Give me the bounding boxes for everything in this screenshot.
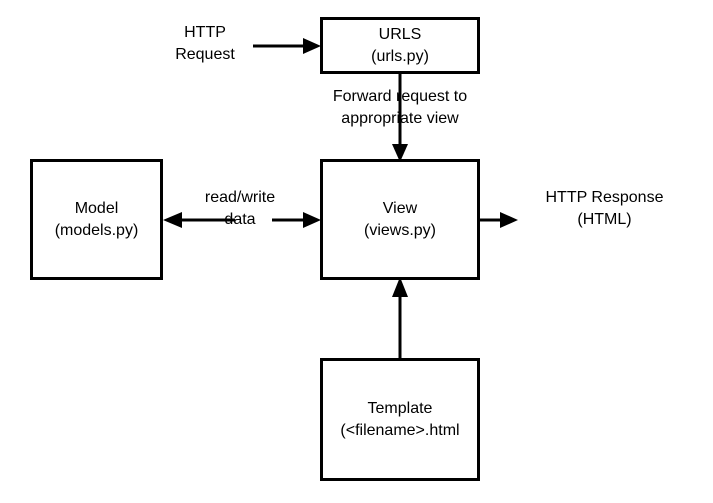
label-read-write-data: read/write data xyxy=(195,187,285,231)
label-http-request-line1: HTTP xyxy=(184,24,226,41)
node-template-title: Template xyxy=(367,399,433,417)
label-forward-request-line1: Forward request to xyxy=(332,88,468,105)
node-urls-label: URLS (urls.py) xyxy=(371,24,429,68)
node-urls-file: (urls.py) xyxy=(371,47,429,65)
node-view-label: View (views.py) xyxy=(364,198,436,242)
node-view-title: View xyxy=(382,199,418,217)
label-http-request: HTTP Request xyxy=(150,22,260,66)
edge-urls-to-view xyxy=(390,72,410,162)
edge-view-to-model xyxy=(160,210,235,230)
node-model-label: Model (models.py) xyxy=(55,198,139,242)
label-http-response-line1: HTTP Response xyxy=(545,189,664,206)
node-template-file: (<filename>.html xyxy=(340,421,460,439)
label-http-response-line2: (HTML) xyxy=(577,211,632,228)
label-http-request-line2: Request xyxy=(175,46,235,63)
node-template[interactable]: Template (<filename>.html xyxy=(320,358,480,481)
label-read-write-data-line1: read/write xyxy=(204,189,276,206)
node-model-file: (models.py) xyxy=(54,221,139,239)
node-view[interactable]: View (views.py) xyxy=(320,159,480,280)
label-forward-request: Forward request to appropriate view xyxy=(300,86,500,130)
label-http-response: HTTP Response (HTML) xyxy=(522,187,687,231)
edge-template-to-view xyxy=(390,277,410,361)
node-template-label: Template (<filename>.html xyxy=(340,398,459,442)
node-view-file: (views.py) xyxy=(363,221,436,239)
edge-request-to-urls xyxy=(253,36,323,56)
node-model-title: Model xyxy=(74,199,119,217)
node-urls-title: URLS xyxy=(378,25,422,43)
edge-model-to-view xyxy=(272,210,323,230)
edge-view-to-response xyxy=(478,210,520,230)
label-forward-request-line2: appropriate view xyxy=(341,110,459,127)
node-model[interactable]: Model (models.py) xyxy=(30,159,163,280)
node-urls[interactable]: URLS (urls.py) xyxy=(320,17,480,74)
label-read-write-data-line2: data xyxy=(224,211,256,228)
